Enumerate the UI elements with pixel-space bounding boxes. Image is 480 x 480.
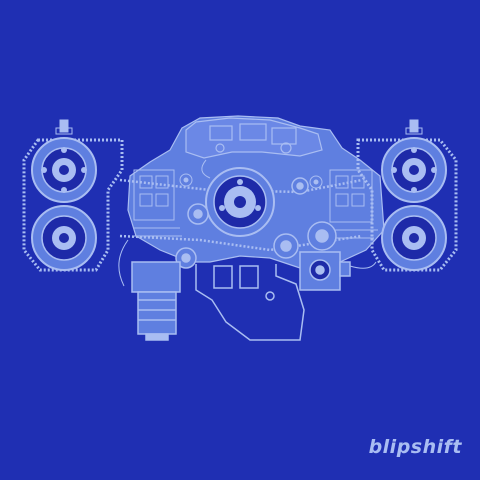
oil-filter [131, 261, 181, 341]
crank-pulley [205, 167, 275, 237]
left-cylinder-bank [133, 169, 193, 237]
timing-belt-left [22, 138, 124, 272]
hoses [118, 159, 377, 287]
right-cam-pulley-top [381, 137, 447, 203]
oil-pan [195, 264, 305, 341]
idler-pulleys [175, 177, 337, 269]
left-cam-pulley-bottom [31, 205, 97, 271]
brand-wordmark: blipshift [368, 436, 462, 458]
intake-manifold [185, 117, 323, 159]
right-cam-pulley-bottom [381, 205, 447, 271]
tensioner-bolts [55, 119, 423, 135]
water-pump [299, 251, 351, 291]
left-cam-pulley-top [31, 137, 97, 203]
